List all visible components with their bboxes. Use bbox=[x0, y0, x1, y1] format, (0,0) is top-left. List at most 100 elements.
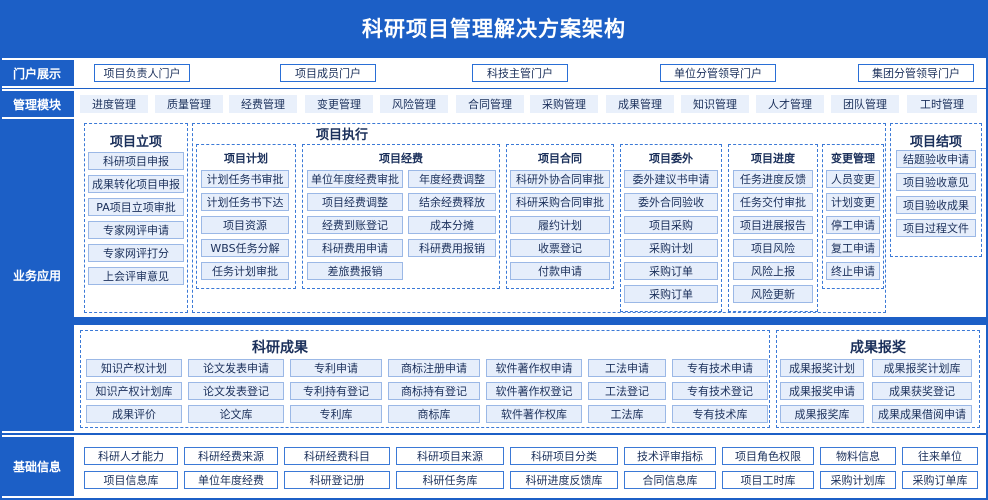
business-item[interactable]: 项目进展报告 bbox=[733, 216, 813, 234]
business-item[interactable]: 年度经费调整 bbox=[408, 170, 496, 188]
business-item[interactable]: 计划任务书审批 bbox=[201, 170, 289, 188]
basic-item[interactable]: 往来单位 bbox=[902, 447, 978, 465]
business-item[interactable]: 项目采购 bbox=[624, 216, 718, 234]
portal-item[interactable]: 项目成员门户 bbox=[280, 64, 376, 82]
business-item[interactable]: 成果转化项目申报 bbox=[88, 175, 184, 193]
basic-item[interactable]: 科研经费来源 bbox=[184, 447, 278, 465]
module-item[interactable]: 知识管理 bbox=[681, 95, 749, 113]
result-item[interactable]: 工法申请 bbox=[588, 359, 666, 377]
portal-item[interactable]: 单位分管领导门户 bbox=[660, 64, 776, 82]
module-item[interactable]: 采购管理 bbox=[530, 95, 598, 113]
business-item[interactable]: 计划变更 bbox=[826, 193, 880, 211]
award-item[interactable]: 成果报奖申请 bbox=[780, 382, 864, 400]
portal-item[interactable]: 科技主管门户 bbox=[472, 64, 568, 82]
result-item[interactable]: 专利持有登记 bbox=[290, 382, 382, 400]
business-item[interactable]: 项目过程文件 bbox=[896, 219, 976, 237]
result-item[interactable]: 工法库 bbox=[588, 405, 666, 423]
basic-item[interactable]: 单位年度经费 bbox=[184, 471, 278, 489]
module-item[interactable]: 人才管理 bbox=[756, 95, 824, 113]
basic-item[interactable]: 采购计划库 bbox=[820, 471, 896, 489]
portal-item[interactable]: 集团分管领导门户 bbox=[858, 64, 974, 82]
business-item[interactable]: 收票登记 bbox=[510, 239, 610, 257]
business-item[interactable]: 采购订单 bbox=[624, 262, 718, 280]
business-item[interactable]: 采购计划 bbox=[624, 239, 718, 257]
result-item[interactable]: 软件著作权申请 bbox=[486, 359, 582, 377]
result-item[interactable]: 工法登记 bbox=[588, 382, 666, 400]
business-item[interactable]: 结余经费释放 bbox=[408, 193, 496, 211]
business-item[interactable]: 成本分摊 bbox=[408, 216, 496, 234]
award-item[interactable]: 成果报奖库 bbox=[780, 405, 864, 423]
business-item[interactable]: 结题验收申请 bbox=[896, 150, 976, 168]
business-item[interactable]: 项目风险 bbox=[733, 239, 813, 257]
basic-item[interactable]: 项目角色权限 bbox=[722, 447, 814, 465]
business-item[interactable]: PA项目立项审批 bbox=[88, 198, 184, 216]
business-item[interactable]: 项目资源 bbox=[201, 216, 289, 234]
business-item[interactable]: 差旅费报销 bbox=[307, 262, 403, 280]
basic-item[interactable]: 科研项目分类 bbox=[510, 447, 618, 465]
business-item[interactable]: 科研采购合同审批 bbox=[510, 193, 610, 211]
business-item[interactable]: 计划任务书下达 bbox=[201, 193, 289, 211]
basic-item[interactable]: 科研人才能力 bbox=[84, 447, 178, 465]
result-item[interactable]: 软件著作权库 bbox=[486, 405, 582, 423]
award-item[interactable]: 成果报奖计划 bbox=[780, 359, 864, 377]
business-item[interactable]: 专家网评打分 bbox=[88, 244, 184, 262]
result-item[interactable]: 商标持有登记 bbox=[388, 382, 480, 400]
business-item[interactable]: 委外合同验收 bbox=[624, 193, 718, 211]
module-item[interactable]: 经费管理 bbox=[229, 95, 297, 113]
award-item[interactable]: 成果报奖计划库 bbox=[872, 359, 972, 377]
business-item[interactable]: 任务进度反馈 bbox=[733, 170, 813, 188]
result-item[interactable]: 论文发表登记 bbox=[188, 382, 284, 400]
basic-item[interactable]: 科研经费科目 bbox=[284, 447, 390, 465]
business-item[interactable]: 项目验收意见 bbox=[896, 173, 976, 191]
module-item[interactable]: 合同管理 bbox=[456, 95, 524, 113]
basic-item[interactable]: 科研项目来源 bbox=[396, 447, 504, 465]
business-item[interactable]: 经费到账登记 bbox=[307, 216, 403, 234]
module-item[interactable]: 团队管理 bbox=[831, 95, 899, 113]
result-item[interactable]: 成果评价 bbox=[86, 405, 182, 423]
module-item[interactable]: 风险管理 bbox=[380, 95, 448, 113]
result-item[interactable]: 论文发表申请 bbox=[188, 359, 284, 377]
result-item[interactable]: 专利申请 bbox=[290, 359, 382, 377]
business-item[interactable]: 任务交付审批 bbox=[733, 193, 813, 211]
business-item[interactable]: 项目验收成果 bbox=[896, 196, 976, 214]
business-item[interactable]: 项目经费调整 bbox=[307, 193, 403, 211]
business-item[interactable]: 停工申请 bbox=[826, 216, 880, 234]
module-item[interactable]: 变更管理 bbox=[305, 95, 373, 113]
basic-item[interactable]: 科研登记册 bbox=[284, 471, 390, 489]
award-item[interactable]: 成果获奖登记 bbox=[872, 382, 972, 400]
business-item[interactable]: 科研费用申请 bbox=[307, 239, 403, 257]
business-item[interactable]: 委外建议书申请 bbox=[624, 170, 718, 188]
module-item[interactable]: 质量管理 bbox=[155, 95, 223, 113]
result-item[interactable]: 专有技术库 bbox=[672, 405, 768, 423]
business-item[interactable]: 风险上报 bbox=[733, 262, 813, 280]
result-item[interactable]: 软件著作权登记 bbox=[486, 382, 582, 400]
business-item[interactable]: 采购订单 bbox=[624, 285, 718, 303]
basic-item[interactable]: 项目工时库 bbox=[722, 471, 814, 489]
basic-item[interactable]: 科研任务库 bbox=[396, 471, 504, 489]
basic-item[interactable]: 物料信息 bbox=[820, 447, 896, 465]
module-item[interactable]: 成果管理 bbox=[606, 95, 674, 113]
basic-item[interactable]: 项目信息库 bbox=[84, 471, 178, 489]
business-item[interactable]: 付款申请 bbox=[510, 262, 610, 280]
business-item[interactable]: 人员变更 bbox=[826, 170, 880, 188]
award-item[interactable]: 成果成果借阅申请 bbox=[872, 405, 972, 423]
business-item[interactable]: 科研项目申报 bbox=[88, 152, 184, 170]
business-item[interactable]: WBS任务分解 bbox=[201, 239, 289, 257]
business-item[interactable]: 科研费用报销 bbox=[408, 239, 496, 257]
basic-item[interactable]: 合同信息库 bbox=[624, 471, 716, 489]
business-item[interactable]: 风险更新 bbox=[733, 285, 813, 303]
business-item[interactable]: 单位年度经费审批 bbox=[307, 170, 403, 188]
business-item[interactable]: 专家网评申请 bbox=[88, 221, 184, 239]
result-item[interactable]: 专有技术申请 bbox=[672, 359, 768, 377]
module-item[interactable]: 进度管理 bbox=[80, 95, 148, 113]
result-item[interactable]: 商标注册申请 bbox=[388, 359, 480, 377]
result-item[interactable]: 知识产权计划 bbox=[86, 359, 182, 377]
result-item[interactable]: 论文库 bbox=[188, 405, 284, 423]
business-item[interactable]: 履约计划 bbox=[510, 216, 610, 234]
business-item[interactable]: 任务计划审批 bbox=[201, 262, 289, 280]
basic-item[interactable]: 采购订单库 bbox=[902, 471, 978, 489]
result-item[interactable]: 专利库 bbox=[290, 405, 382, 423]
business-item[interactable]: 上会评审意见 bbox=[88, 267, 184, 285]
result-item[interactable]: 知识产权计划库 bbox=[86, 382, 182, 400]
business-item[interactable]: 科研外协合同审批 bbox=[510, 170, 610, 188]
